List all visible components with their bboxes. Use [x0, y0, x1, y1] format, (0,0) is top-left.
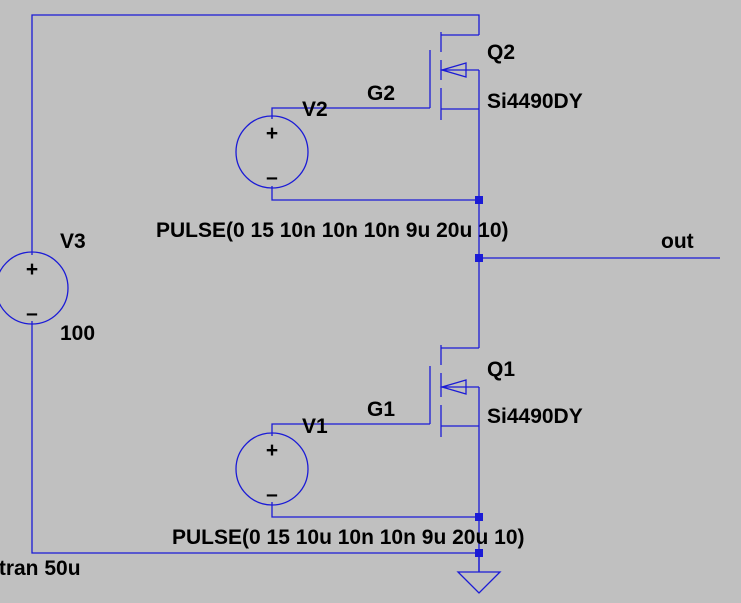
out-net-label: out	[661, 230, 694, 253]
wire-g1[interactable]	[271, 423, 430, 436]
tran-directive-label: .tran 50u	[0, 557, 81, 580]
v1-ref-label: V1	[302, 415, 328, 438]
v3-plus-sign: +	[26, 258, 38, 281]
v2-plus-sign: +	[266, 122, 278, 145]
wire-top-rail[interactable]	[31, 14, 480, 255]
wire-v2-minus[interactable]	[271, 186, 479, 201]
q1-ref-label: Q1	[487, 358, 515, 381]
v2-minus-sign: –	[266, 166, 278, 189]
wire-v1-minus[interactable]	[271, 502, 479, 518]
v3-ref-label: V3	[60, 230, 86, 253]
v3-value-label: 100	[60, 322, 95, 345]
wires	[31, 14, 720, 572]
junction-v2-minus	[475, 196, 483, 204]
mosfet-q2-symbol[interactable]	[429, 32, 480, 120]
junction-ground	[475, 549, 483, 557]
voltage-source-v1-symbol[interactable]: + –	[235, 432, 309, 506]
q2-ref-label: Q2	[487, 41, 515, 64]
v3-minus-sign: –	[26, 302, 38, 325]
v1-value-label: PULSE(0 15 10u 10n 10n 9u 20u 10)	[172, 526, 525, 549]
g1-net-label: G1	[367, 398, 395, 421]
junction-v1-minus	[475, 513, 483, 521]
q2-model-label: Si4490DY	[487, 90, 583, 113]
voltage-source-v3-symbol[interactable]: + –	[0, 251, 69, 325]
junctions	[475, 196, 483, 557]
v2-ref-label: V2	[302, 98, 328, 121]
mosfet-q1-symbol[interactable]	[429, 345, 480, 437]
wire-g2[interactable]	[271, 107, 430, 119]
q1-model-label: Si4490DY	[487, 405, 583, 428]
v1-plus-sign: +	[266, 439, 278, 462]
g2-net-label: G2	[367, 82, 395, 105]
ground-icon[interactable]	[456, 557, 502, 594]
junction-out	[475, 254, 483, 262]
v1-minus-sign: –	[266, 483, 278, 506]
voltage-source-v2-symbol[interactable]: + –	[235, 115, 309, 189]
v2-value-label: PULSE(0 15 10n 10n 10n 9u 20u 10)	[156, 219, 509, 242]
wire-v3-minus[interactable]	[31, 321, 479, 554]
